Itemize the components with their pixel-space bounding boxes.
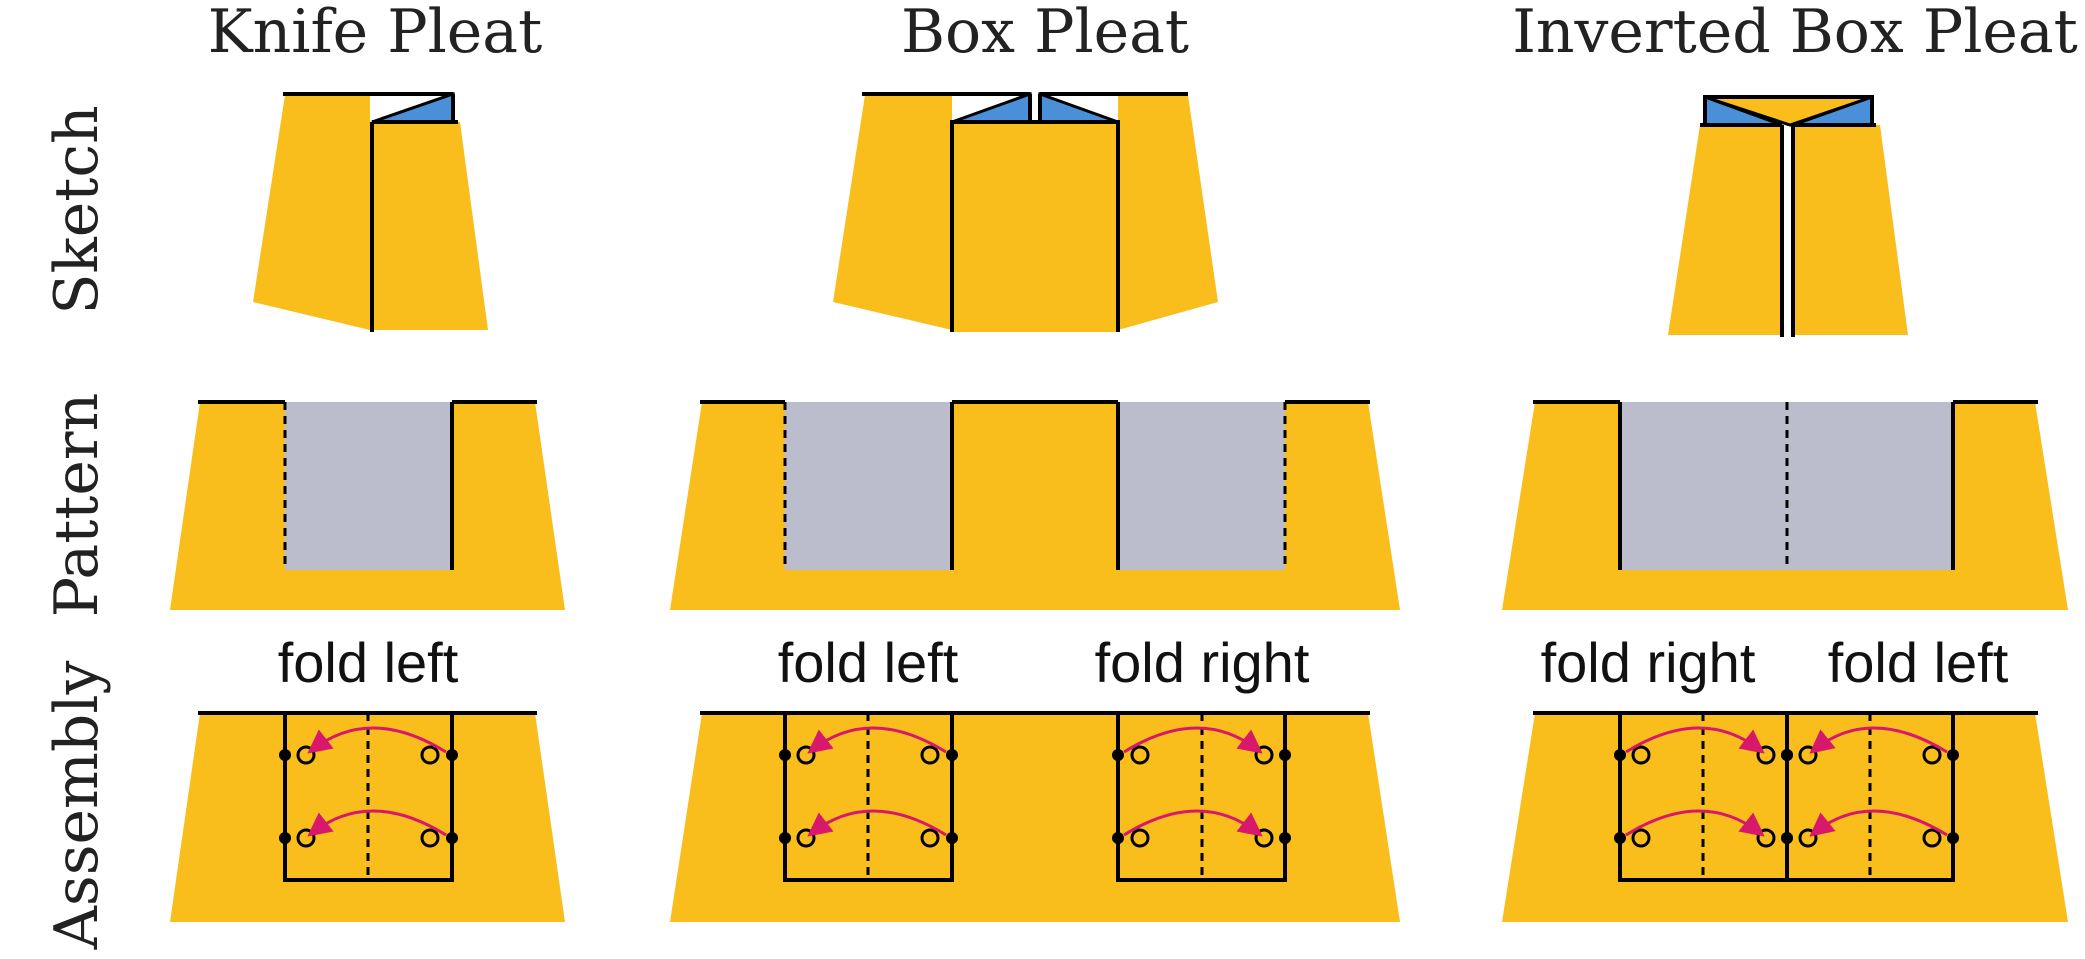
fold-marks-inverted-right-top — [1781, 726, 1959, 765]
fold-marks-box-left-bottom — [779, 809, 958, 848]
box-pleat-sketch — [833, 91, 1218, 332]
knife-pleat-sketch — [253, 91, 488, 332]
box-pleat-pattern — [670, 400, 1400, 610]
fold-marks-box-left-top — [779, 726, 958, 765]
row-label-sketch: Sketch — [42, 105, 112, 314]
fold-marks-inverted-right-bottom — [1781, 809, 1959, 848]
fold-marks-knife-bottom — [279, 809, 458, 848]
assembly-label-inverted-fold-right: fold right — [1541, 631, 1756, 694]
assembly-label-inverted-fold-left: fold left — [1828, 631, 2009, 694]
assembly-label-box-fold-left: fold left — [778, 631, 959, 694]
column-title-knife-pleat: Knife Pleat — [208, 0, 542, 67]
fold-marks-knife-top — [279, 726, 458, 765]
fold-marks-box-right-top — [1112, 726, 1291, 765]
assembly-label-knife-fold-left: fold left — [278, 631, 459, 694]
box-pleat-assembly — [670, 711, 1400, 922]
assembly-label-box-fold-right: fold right — [1095, 631, 1310, 694]
fold-marks-box-right-bottom — [1112, 809, 1291, 848]
row-label-pattern: Pattern — [42, 393, 112, 618]
column-title-inverted-box-pleat: Inverted Box Pleat — [1512, 0, 2078, 67]
inverted-box-pleat-assembly — [1502, 711, 2068, 922]
knife-pleat-assembly — [170, 711, 565, 922]
knife-pleat-pattern — [170, 400, 565, 610]
inverted-box-pleat-pattern — [1502, 400, 2068, 610]
column-title-box-pleat: Box Pleat — [901, 0, 1189, 67]
inverted-box-pleat-sketch — [1668, 94, 1908, 337]
fold-marks-inverted-left-top — [1614, 726, 1793, 765]
row-label-assembly: Assembly — [42, 660, 112, 950]
